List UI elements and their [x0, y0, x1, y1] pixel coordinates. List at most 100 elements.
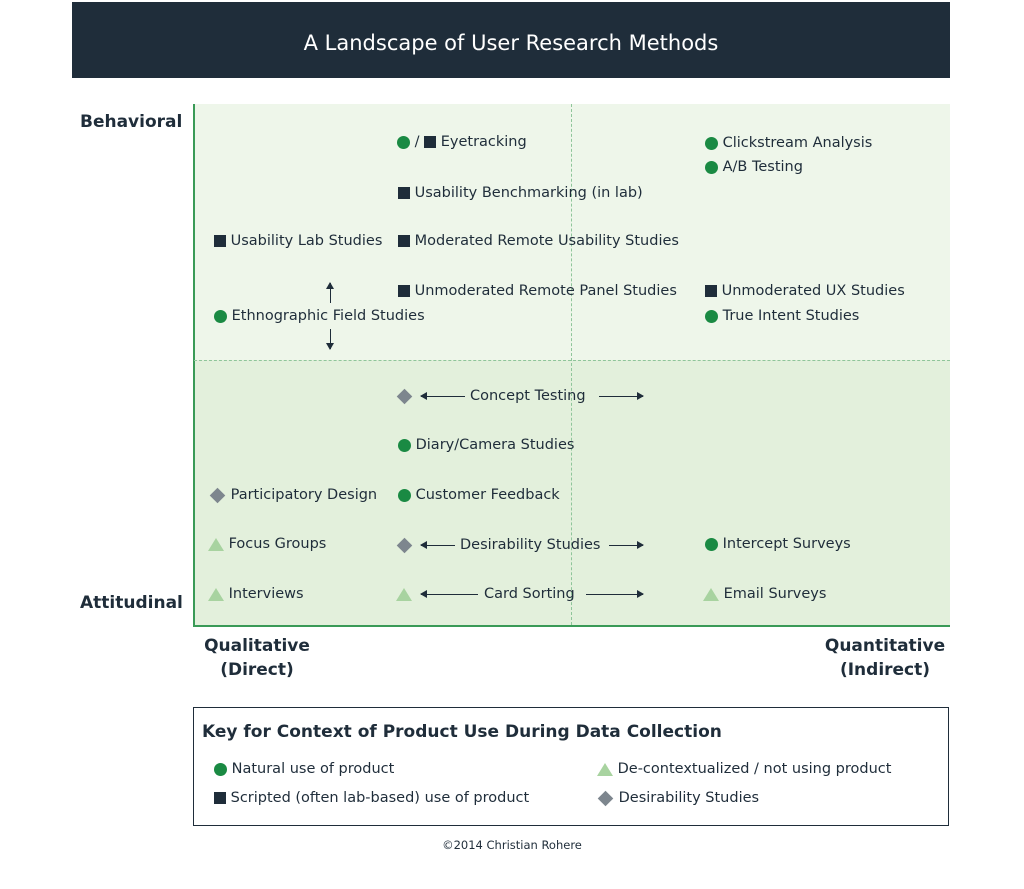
method-label: Unmoderated UX Studies [721, 283, 905, 299]
method-moderated-remote-usability: Moderated Remote Usability Studies [398, 232, 679, 250]
method-participatory-design: Participatory Design [209, 486, 377, 504]
method-email-surveys: Email Surveys [703, 585, 826, 603]
desirability-diamond-icon [209, 487, 226, 503]
x-axis-left-label: Qualitative (Direct) [202, 634, 312, 682]
method-label: Eyetracking [440, 134, 527, 150]
x-axis-line [193, 625, 950, 627]
method-concept-testing-icon [396, 387, 413, 405]
method-label: Desirability Studies [460, 537, 601, 553]
card-sorting-right-arrow [586, 590, 644, 598]
concept-testing-right-arrow [599, 392, 644, 400]
method-label: Interviews [228, 586, 304, 602]
x-axis-right-label-line1: Quantitative [824, 636, 946, 656]
natural-use-circle-icon [214, 762, 227, 776]
key-label: Natural use of product [231, 761, 395, 777]
key-label: Scripted (often lab-based) use of produc… [230, 790, 530, 806]
method-label: True Intent Studies [722, 308, 860, 324]
natural-use-circle-icon [705, 309, 718, 323]
decontextualized-triangle-icon [396, 587, 412, 601]
method-label: Ethnographic Field Studies [231, 308, 425, 324]
method-diary-camera: Diary/Camera Studies [398, 436, 574, 454]
method-concept-testing: Concept Testing [470, 387, 586, 405]
method-usability-lab-studies: Usability Lab Studies [214, 232, 382, 250]
method-intercept-surveys: Intercept Surveys [705, 535, 851, 553]
key-label: De-contextualized / not using product [617, 761, 892, 777]
x-axis-right-label-line2: (Indirect) [839, 660, 931, 680]
card-sorting-left-arrow [420, 590, 478, 598]
method-interviews: Interviews [208, 585, 304, 603]
key-desirability: Desirability Studies [597, 789, 759, 807]
key-natural-use: Natural use of product [214, 760, 394, 778]
decontextualized-triangle-icon [597, 762, 613, 776]
vertical-midline [571, 104, 572, 625]
scripted-use-square-icon [705, 285, 717, 297]
method-label: Card Sorting [484, 586, 575, 602]
method-unmoderated-ux: Unmoderated UX Studies [705, 282, 905, 300]
method-desirability-studies-icon [396, 536, 413, 554]
desirability-diamond-icon [597, 790, 614, 806]
method-eyetracking: / Eyetracking [397, 133, 527, 151]
key-label: Desirability Studies [618, 790, 760, 806]
natural-use-circle-icon [705, 537, 718, 551]
method-card-sorting-icon [396, 585, 412, 603]
decontextualized-triangle-icon [208, 537, 224, 551]
ethnographic-down-arrow [326, 329, 334, 350]
x-axis-left-label-line2: (Direct) [220, 660, 294, 680]
x-axis-left-label-line1: Qualitative [204, 636, 310, 656]
method-label: Diary/Camera Studies [415, 437, 575, 453]
method-card-sorting: Card Sorting [484, 585, 575, 603]
method-customer-feedback: Customer Feedback [398, 486, 560, 504]
attitudinal-region [194, 360, 950, 626]
method-label: Clickstream Analysis [722, 135, 873, 151]
concept-testing-left-arrow [420, 392, 465, 400]
horizontal-midline [194, 360, 950, 361]
scripted-use-square-icon [214, 235, 226, 247]
ethnographic-up-arrow [326, 282, 334, 303]
method-label: Concept Testing [470, 388, 586, 404]
key-title: Key for Context of Product Use During Da… [202, 722, 722, 742]
scripted-use-square-icon [398, 187, 410, 199]
desirability-diamond-icon [396, 537, 413, 553]
method-label: Usability Lab Studies [230, 233, 383, 249]
page-title: A Landscape of User Research Methods [303, 31, 719, 55]
method-label: Intercept Surveys [722, 536, 851, 552]
method-label: Moderated Remote Usability Studies [414, 233, 679, 249]
method-focus-groups: Focus Groups [208, 535, 326, 553]
natural-use-circle-icon [398, 438, 411, 452]
y-axis-bottom-label: Attitudinal [80, 593, 183, 613]
method-label: A/B Testing [722, 159, 803, 175]
method-desirability-studies: Desirability Studies [460, 536, 600, 554]
eyetracking-separator: / [414, 134, 420, 150]
scripted-use-square-icon [398, 235, 410, 247]
scripted-use-square-icon [424, 136, 437, 148]
natural-use-circle-icon [398, 488, 411, 502]
method-label: Participatory Design [230, 487, 378, 503]
y-axis-line [193, 104, 195, 627]
method-ethnographic-field: Ethnographic Field Studies [214, 307, 425, 325]
method-label: Focus Groups [228, 536, 327, 552]
scripted-use-square-icon [214, 792, 226, 804]
method-clickstream-analysis: Clickstream Analysis [705, 134, 872, 152]
key-box [193, 707, 949, 826]
method-ab-testing: A/B Testing [705, 158, 803, 176]
method-usability-benchmarking: Usability Benchmarking (in lab) [398, 184, 643, 202]
natural-use-circle-icon [705, 160, 718, 174]
method-label: Unmoderated Remote Panel Studies [414, 283, 677, 299]
key-scripted-use: Scripted (often lab-based) use of produc… [214, 789, 529, 807]
desirability-left-arrow [420, 541, 455, 549]
method-label: Email Surveys [723, 586, 827, 602]
scripted-use-square-icon [398, 285, 410, 297]
desirability-right-arrow [609, 541, 644, 549]
title-bar: A Landscape of User Research Methods [72, 2, 950, 78]
decontextualized-triangle-icon [703, 587, 719, 601]
natural-use-circle-icon [705, 136, 718, 150]
y-axis-top-label: Behavioral [80, 112, 183, 132]
method-label: Customer Feedback [415, 487, 560, 503]
method-true-intent: True Intent Studies [705, 307, 859, 325]
key-decontextualized: De-contextualized / not using product [597, 760, 891, 778]
natural-use-circle-icon [397, 135, 410, 149]
desirability-diamond-icon [396, 388, 413, 404]
decontextualized-triangle-icon [208, 587, 224, 601]
behavioral-region [194, 104, 950, 360]
method-unmoderated-remote-panel: Unmoderated Remote Panel Studies [398, 282, 677, 300]
